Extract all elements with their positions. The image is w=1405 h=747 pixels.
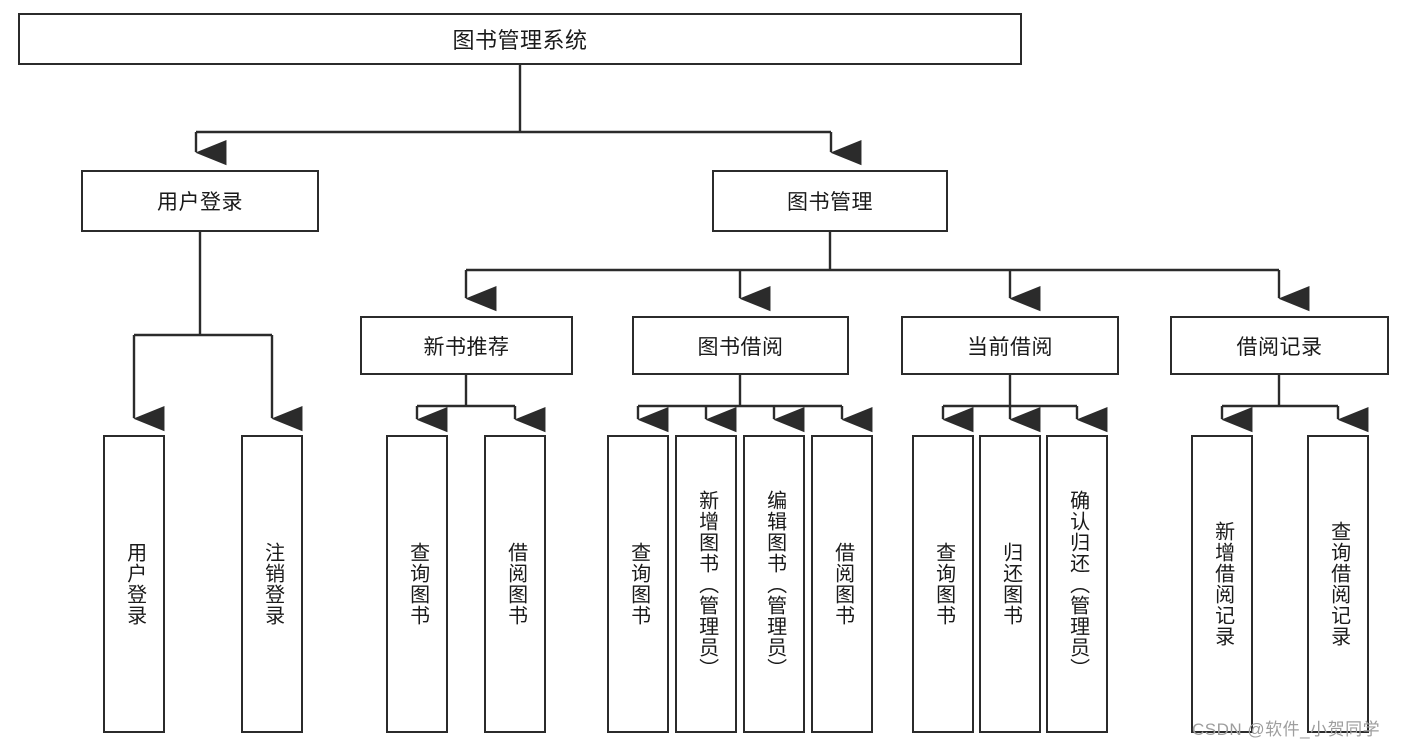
node-label: 查询借阅记录 bbox=[1327, 521, 1350, 647]
node-label: 借阅记录 bbox=[1236, 335, 1323, 359]
watermark-text: CSDN @软件_小贺同学 bbox=[1192, 720, 1381, 739]
node-book-borrow[interactable]: 图书借阅 bbox=[632, 316, 849, 375]
node-label: 新增借阅记录 bbox=[1211, 521, 1234, 647]
leaf-user-login-logout[interactable]: 注销登录 bbox=[241, 435, 303, 733]
node-book-management[interactable]: 图书管理 bbox=[712, 170, 948, 232]
leaf-record-add-record[interactable]: 新增借阅记录 bbox=[1191, 435, 1253, 733]
node-label: 借阅图书 bbox=[504, 542, 527, 626]
node-label: 注销登录 bbox=[261, 542, 284, 626]
leaf-borrow-add-book-admin[interactable]: 新增图书（管理员） bbox=[675, 435, 737, 733]
node-label: 查询图书 bbox=[627, 542, 650, 626]
leaf-current-confirm-return-admin[interactable]: 确认归还（管理员） bbox=[1046, 435, 1108, 733]
node-label: 查询图书 bbox=[406, 542, 429, 626]
node-label: 查询图书 bbox=[932, 542, 955, 626]
node-root-book-management-system[interactable]: 图书管理系统 bbox=[18, 13, 1022, 65]
node-label: 当前借阅 bbox=[967, 335, 1053, 359]
node-label: 用户登录 bbox=[123, 542, 146, 626]
node-label: 编辑图书（管理员） bbox=[763, 489, 786, 679]
node-label: 新增图书（管理员） bbox=[695, 489, 718, 679]
node-label: 确认归还（管理员） bbox=[1066, 489, 1089, 679]
leaf-current-return-book[interactable]: 归还图书 bbox=[979, 435, 1041, 733]
leaf-borrow-query-book[interactable]: 查询图书 bbox=[607, 435, 669, 733]
leaf-borrow-borrow-book[interactable]: 借阅图书 bbox=[811, 435, 873, 733]
node-current-borrow[interactable]: 当前借阅 bbox=[901, 316, 1119, 375]
leaf-current-query-book[interactable]: 查询图书 bbox=[912, 435, 974, 733]
leaf-recommend-query-book[interactable]: 查询图书 bbox=[386, 435, 448, 733]
leaf-borrow-edit-book-admin[interactable]: 编辑图书（管理员） bbox=[743, 435, 805, 733]
node-borrow-record[interactable]: 借阅记录 bbox=[1170, 316, 1389, 375]
node-label: 用户登录 bbox=[157, 191, 243, 214]
leaf-user-login-login[interactable]: 用户登录 bbox=[103, 435, 165, 733]
node-label: 图书管理 bbox=[787, 191, 873, 214]
leaf-record-query-record[interactable]: 查询借阅记录 bbox=[1307, 435, 1369, 733]
node-user-login[interactable]: 用户登录 bbox=[81, 170, 319, 232]
node-new-book-recommend[interactable]: 新书推荐 bbox=[360, 316, 573, 375]
node-label: 借阅图书 bbox=[831, 542, 854, 626]
node-label: 新书推荐 bbox=[423, 335, 510, 359]
node-label: 图书借阅 bbox=[697, 335, 784, 359]
node-label: 归还图书 bbox=[999, 542, 1022, 626]
node-label: 图书管理系统 bbox=[452, 28, 588, 53]
leaf-recommend-borrow-book[interactable]: 借阅图书 bbox=[484, 435, 546, 733]
